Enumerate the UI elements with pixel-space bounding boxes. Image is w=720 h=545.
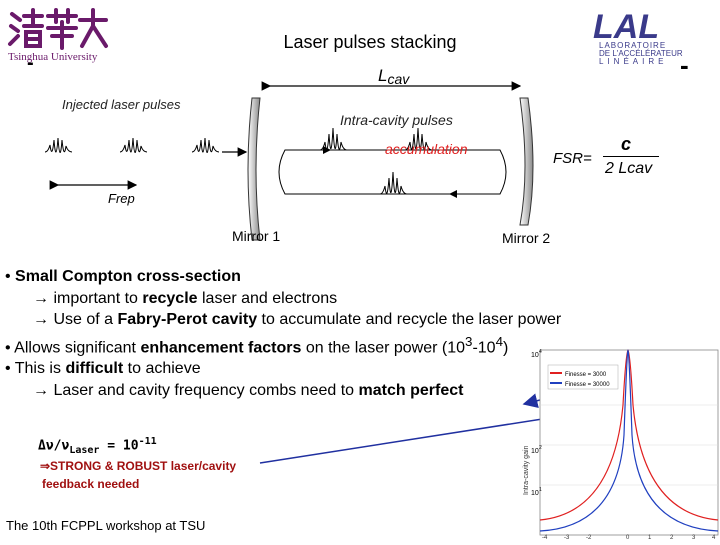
svg-text:-3: -3	[564, 535, 570, 540]
mirror-2-label: Mirror 2	[502, 230, 551, 246]
svg-text:LINÉAIRE: LINÉAIRE	[599, 57, 667, 66]
svg-text:Finesse = 3000: Finesse = 3000	[565, 372, 607, 378]
injected-label: Injected laser pulses	[62, 97, 181, 112]
svg-text:3: 3	[692, 535, 696, 540]
fsr-denominator: 2 Lcav	[605, 160, 653, 177]
cavity-loop	[278, 149, 507, 195]
injected-pulses	[44, 137, 220, 153]
frep-label: Frep	[108, 191, 135, 206]
feedback-note-line1: ⇒STRONG & ROBUST laser/cavity	[40, 459, 237, 473]
intra-label: Intra-cavity pulses	[340, 112, 453, 128]
svg-text:-4: -4	[542, 535, 548, 540]
svg-text:-2: -2	[586, 535, 592, 540]
page-title: Laser pulses stacking	[283, 32, 457, 52]
fsr-fraction-bar	[603, 156, 659, 157]
tsinghua-logo: Tsinghua University	[6, 6, 116, 64]
bullet-item: • Allows significant enhancement factors…	[5, 333, 509, 356]
intra-pulses	[319, 127, 433, 195]
bullet-list: • Small Compton cross-section → importan…	[5, 266, 720, 401]
svg-text:Tsinghua University: Tsinghua University	[8, 51, 98, 63]
bullet-item: → Use of a Fabry-Perot cavity to accumul…	[33, 311, 562, 328]
bullet-item: • Small Compton cross-section	[5, 268, 241, 285]
mirror-1-label: Mirror 1	[232, 228, 281, 244]
fsr-numerator: c	[621, 134, 632, 154]
footer-text: The 10th FCPPL workshop at TSU	[6, 518, 206, 533]
bullet-item: • This is difficult to achieve	[5, 360, 201, 378]
svg-text:Finesse = 30000: Finesse = 30000	[565, 382, 610, 388]
svg-text:DE L'ACCÉLÉRATEUR: DE L'ACCÉLÉRATEUR	[599, 49, 683, 58]
dash-mark-left: -	[27, 52, 34, 74]
bullet-item: → Laser and cavity frequency combs need …	[33, 381, 464, 399]
mirror-2-shape	[519, 97, 534, 226]
bullet-item: → important to recycle laser and electro…	[33, 289, 338, 307]
lcav-label: Lcav	[378, 66, 410, 87]
svg-text:10: 10	[531, 352, 539, 359]
mirror-1-shape	[247, 97, 261, 241]
svg-text:1: 1	[539, 487, 542, 493]
svg-text:1: 1	[648, 535, 652, 540]
svg-text:4: 4	[539, 349, 542, 355]
svg-text:Intra-cavity gain: Intra-cavity gain	[523, 445, 530, 495]
dash-mark-right: -	[680, 50, 689, 80]
svg-text:LAL: LAL	[593, 8, 659, 46]
svg-text:2: 2	[670, 535, 674, 540]
svg-text:10: 10	[531, 448, 539, 455]
lal-logo: LAL LABORATOIRE DE L'ACCÉLÉRATEUR LINÉAI…	[585, 6, 715, 66]
accumulation-label: accumulation	[385, 141, 468, 157]
svg-text:10: 10	[531, 490, 539, 497]
feedback-note-line2: feedback needed	[42, 477, 140, 491]
gain-plot: Intra-cavity gain 10 4 10 2 10 1 Finesse…	[518, 345, 720, 541]
stability-formula: Δν/νLaser = 10-11	[38, 436, 157, 456]
svg-text:2: 2	[539, 445, 542, 451]
svg-text:4: 4	[712, 535, 716, 540]
fsr-label: FSR=	[553, 150, 592, 167]
svg-text:LABORATOIRE: LABORATOIRE	[599, 41, 666, 50]
svg-text:0: 0	[626, 535, 630, 540]
